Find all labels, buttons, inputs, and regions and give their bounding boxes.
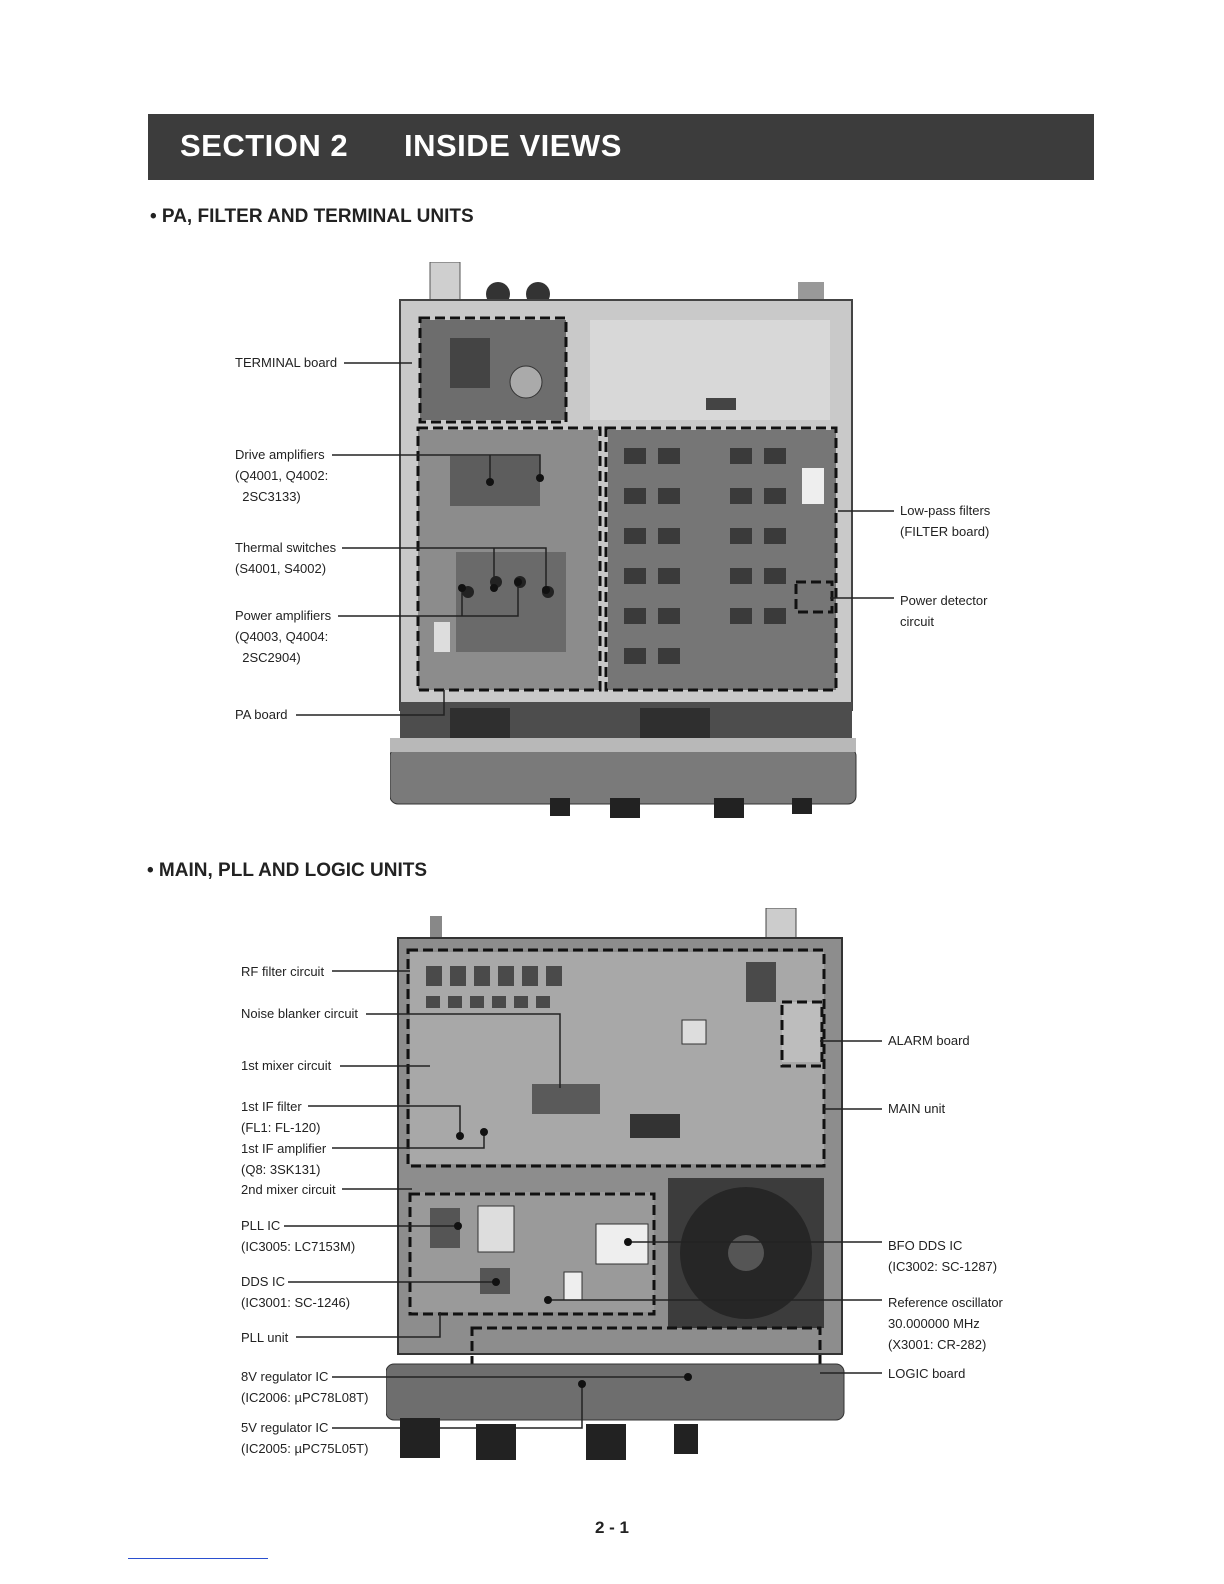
label-noise-blanker: Noise blanker circuit xyxy=(241,1006,359,1021)
photo-main-pll-logic xyxy=(386,908,845,1460)
label-8v-regulator: 8V regulator IC (IC2006: µPC78L08T) xyxy=(241,1369,369,1405)
page-number: 2 - 1 xyxy=(594,1518,630,1537)
photo-pa-filter-terminal xyxy=(390,262,857,818)
label-terminal-board: TERMINAL board xyxy=(235,355,338,370)
label-bfo-dds-ic: BFO DDS IC (IC3002: SC-1287) xyxy=(888,1238,998,1274)
label-reference-oscillator: Reference oscillator 30.000000 MHz (X300… xyxy=(888,1295,1003,1352)
label-power-amplifiers: Power amplifiers (Q4003, Q4004: 2SC2904) xyxy=(235,608,332,665)
label-pa-board: PA board xyxy=(235,707,288,722)
label-1st-if-amplifier: 1st IF amplifier (Q8: 3SK131) xyxy=(241,1141,327,1177)
label-pll-ic: PLL IC (IC3005: LC7153M) xyxy=(241,1218,356,1254)
label-pll-unit: PLL unit xyxy=(241,1330,289,1345)
label-alarm-board: ALARM board xyxy=(888,1033,970,1048)
label-logic-board: LOGIC board xyxy=(888,1366,966,1381)
heading-main-pll-logic: • MAIN, PLL AND LOGIC UNITS xyxy=(147,860,428,881)
section-title: INSIDE VIEWS xyxy=(404,128,622,163)
label-dds-ic: DDS IC (IC3001: SC-1246) xyxy=(241,1274,351,1310)
label-thermal-switches: Thermal switches (S4001, S4002) xyxy=(235,540,337,576)
label-main-unit: MAIN unit xyxy=(888,1101,946,1116)
footer-link-underline xyxy=(128,1558,268,1559)
label-power-detector: Power detector circuit xyxy=(900,593,988,629)
label-5v-regulator: 5V regulator IC (IC2005: µPC75L05T) xyxy=(241,1420,369,1456)
heading-pa-filter-terminal: • PA, FILTER AND TERMINAL UNITS xyxy=(150,206,474,227)
label-low-pass-filters: Low-pass filters (FILTER board) xyxy=(900,503,991,539)
label-1st-mixer: 1st mixer circuit xyxy=(241,1058,332,1073)
label-1st-if-filter: 1st IF filter (FL1: FL-120) xyxy=(241,1099,321,1135)
label-rf-filter: RF filter circuit xyxy=(241,964,325,979)
section-header-bar: SECTION 2 INSIDE VIEWS xyxy=(148,114,1094,180)
section-number: SECTION 2 xyxy=(180,128,349,163)
label-drive-amplifiers: Drive amplifiers (Q4001, Q4002: 2SC3133) xyxy=(235,447,329,504)
label-2nd-mixer: 2nd mixer circuit xyxy=(241,1182,336,1197)
